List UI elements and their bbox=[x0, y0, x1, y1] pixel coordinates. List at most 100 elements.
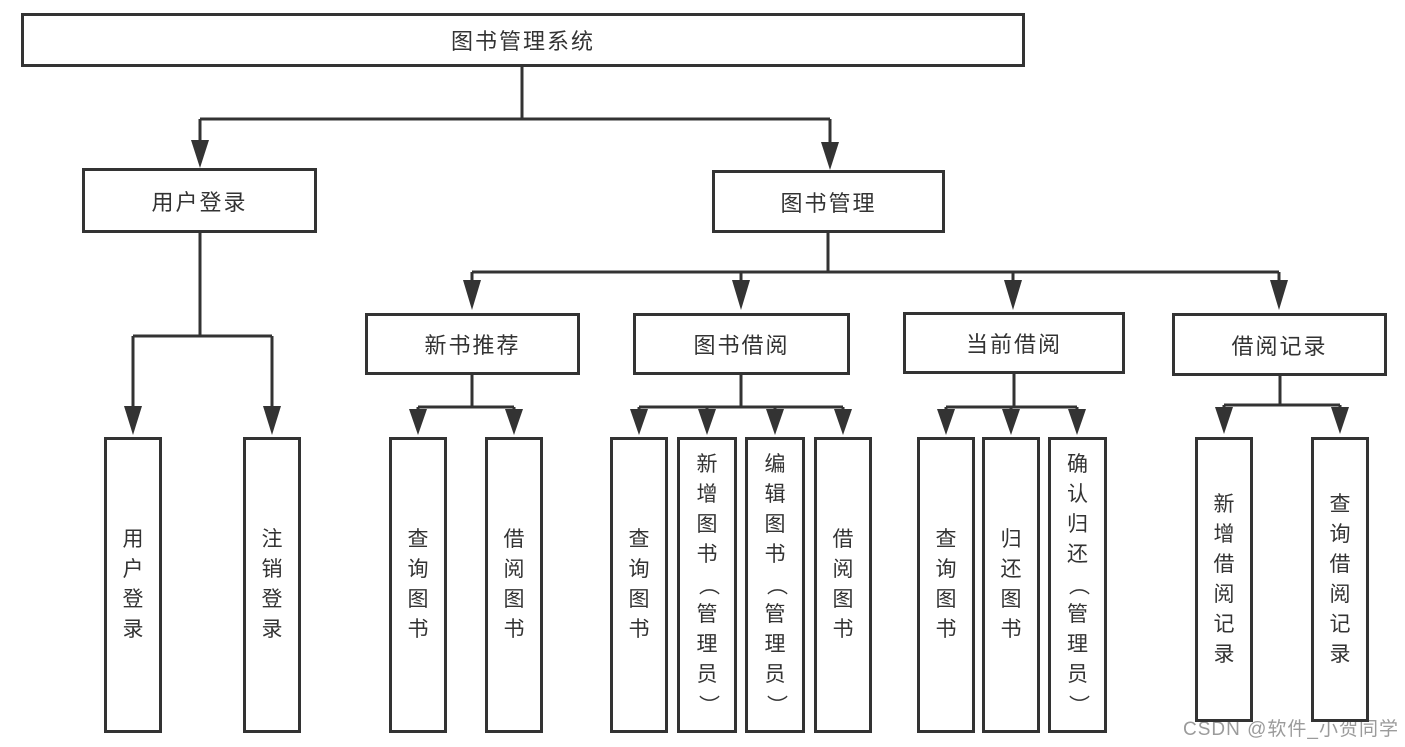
vertical-char: 书 bbox=[832, 618, 854, 641]
vertical-char: 阅 bbox=[1213, 582, 1235, 606]
vertical-char: 归 bbox=[1000, 528, 1022, 551]
vertical-char: 还 bbox=[1067, 543, 1088, 566]
vertical-char: 确 bbox=[1067, 453, 1088, 476]
vertical-char: 认 bbox=[1067, 483, 1088, 506]
vertical-char: 图 bbox=[1000, 588, 1022, 611]
leaf-query-books-recommend: 查询图书 bbox=[389, 437, 447, 733]
leaf-query-books-current: 查询图书 bbox=[917, 437, 975, 733]
vertical-label: 编辑图书（管理员） bbox=[748, 440, 802, 730]
vertical-char: 查 bbox=[1329, 492, 1351, 516]
vertical-char: 管 bbox=[696, 603, 718, 626]
vertical-char: 借 bbox=[1329, 552, 1351, 576]
vertical-char: 管 bbox=[764, 603, 786, 626]
vertical-char: 书 bbox=[503, 618, 525, 641]
vertical-label: 查询借阅记录 bbox=[1314, 440, 1366, 719]
vertical-char: 销 bbox=[261, 558, 283, 581]
leaf-confirm-return-admin: 确认归还 （ 管理员 ） bbox=[1048, 437, 1107, 733]
node-label: 当前借阅 bbox=[965, 332, 1062, 357]
leaf-logout: 注销登录 bbox=[243, 437, 301, 733]
vertical-char: 阅 bbox=[503, 558, 525, 581]
vertical-char: ） bbox=[764, 694, 787, 716]
vertical-char: 书 bbox=[628, 618, 650, 641]
vertical-label: 新增借阅记录 bbox=[1198, 440, 1250, 719]
vertical-label: 查询图书 bbox=[613, 440, 665, 730]
csdn-watermark: CSDN @软件_小贺同学 bbox=[1183, 719, 1399, 740]
vertical-char: 归 bbox=[1067, 513, 1088, 536]
vertical-char: 图 bbox=[696, 513, 718, 536]
vertical-char: 录 bbox=[1329, 642, 1351, 666]
vertical-char: 户 bbox=[122, 558, 144, 581]
vertical-char: 理 bbox=[764, 633, 786, 656]
leaf-edit-books-admin: 编辑图书（管理员） bbox=[745, 437, 805, 733]
node-label: 借阅记录 bbox=[1231, 333, 1328, 359]
vertical-char: 查 bbox=[407, 528, 429, 551]
vertical-char: 阅 bbox=[832, 558, 854, 581]
vertical-char: 管 bbox=[1067, 603, 1088, 626]
node-book-management: 图书管理 bbox=[712, 170, 945, 233]
vertical-char: 新 bbox=[1213, 492, 1235, 516]
vertical-label: 借阅图书 bbox=[488, 440, 540, 730]
node-new-book-recommendation: 新书推荐 bbox=[365, 313, 580, 375]
vertical-char: 书 bbox=[935, 618, 957, 641]
vertical-char: 书 bbox=[764, 543, 786, 566]
vertical-char: 书 bbox=[407, 618, 429, 641]
vertical-char: 图 bbox=[628, 588, 650, 611]
node-book-borrowing: 图书借阅 bbox=[633, 313, 850, 375]
vertical-char: 书 bbox=[696, 543, 718, 566]
node-label: 新书推荐 bbox=[424, 333, 521, 358]
leaf-query-books-borrow: 查询图书 bbox=[610, 437, 668, 733]
leaf-user-login: 用户登录 bbox=[104, 437, 162, 733]
leaf-borrow-books: 借阅图书 bbox=[814, 437, 872, 733]
vertical-label: 查询图书 bbox=[392, 440, 444, 730]
vertical-char: 书 bbox=[1000, 618, 1022, 641]
vertical-label: 确认归还 （ 管理员 ） bbox=[1051, 440, 1104, 730]
vertical-char: 图 bbox=[935, 588, 957, 611]
vertical-char: 借 bbox=[1213, 552, 1235, 576]
vertical-char: 辑 bbox=[764, 483, 786, 506]
vertical-char: 员 bbox=[764, 663, 786, 686]
vertical-char: ） bbox=[696, 694, 719, 716]
vertical-char: 员 bbox=[1067, 663, 1088, 686]
vertical-char: 还 bbox=[1000, 558, 1022, 581]
vertical-char: 询 bbox=[1329, 522, 1351, 546]
vertical-char: 增 bbox=[1213, 522, 1235, 546]
vertical-char: 阅 bbox=[1329, 582, 1351, 606]
vertical-char: 录 bbox=[261, 618, 283, 641]
vertical-label: 归还图书 bbox=[985, 440, 1037, 730]
leaf-add-borrow-record: 新增借阅记录 bbox=[1195, 437, 1253, 722]
vertical-char: 询 bbox=[628, 558, 650, 581]
vertical-char: 录 bbox=[122, 618, 144, 641]
vertical-char: 登 bbox=[122, 588, 144, 611]
vertical-char: 理 bbox=[696, 633, 718, 656]
vertical-char: 录 bbox=[1213, 642, 1235, 666]
vertical-char: 查 bbox=[935, 528, 957, 551]
vertical-char: ） bbox=[1066, 694, 1090, 716]
node-label: 图书借阅 bbox=[693, 333, 790, 358]
leaf-add-books-admin: 新增图书（管理员） bbox=[677, 437, 737, 733]
vertical-char: 编 bbox=[764, 453, 786, 476]
node-label: 用户登录 bbox=[151, 189, 248, 215]
vertical-char: 图 bbox=[407, 588, 429, 611]
vertical-label: 新增图书（管理员） bbox=[680, 440, 734, 730]
vertical-char: 员 bbox=[696, 663, 718, 686]
vertical-char: 查 bbox=[628, 528, 650, 551]
node-label: 图书管理系统 bbox=[450, 29, 595, 54]
vertical-char: 新 bbox=[696, 453, 718, 476]
leaf-query-borrow-record: 查询借阅记录 bbox=[1311, 437, 1369, 722]
leaf-borrow-books-recommend: 借阅图书 bbox=[485, 437, 543, 733]
vertical-char: 理 bbox=[1067, 633, 1088, 656]
vertical-char: 借 bbox=[832, 528, 854, 551]
node-user-login: 用户登录 bbox=[82, 168, 317, 233]
vertical-char: 注 bbox=[261, 528, 283, 551]
node-label: 图书管理 bbox=[780, 190, 877, 216]
vertical-char: 图 bbox=[832, 588, 854, 611]
vertical-char: 记 bbox=[1213, 612, 1235, 636]
vertical-char: （ bbox=[764, 574, 787, 596]
vertical-char: 图 bbox=[503, 588, 525, 611]
vertical-char: （ bbox=[1066, 574, 1090, 596]
node-borrowing-records: 借阅记录 bbox=[1172, 313, 1387, 376]
vertical-label: 注销登录 bbox=[246, 440, 298, 730]
vertical-char: 增 bbox=[696, 483, 718, 506]
vertical-char: 记 bbox=[1329, 612, 1351, 636]
